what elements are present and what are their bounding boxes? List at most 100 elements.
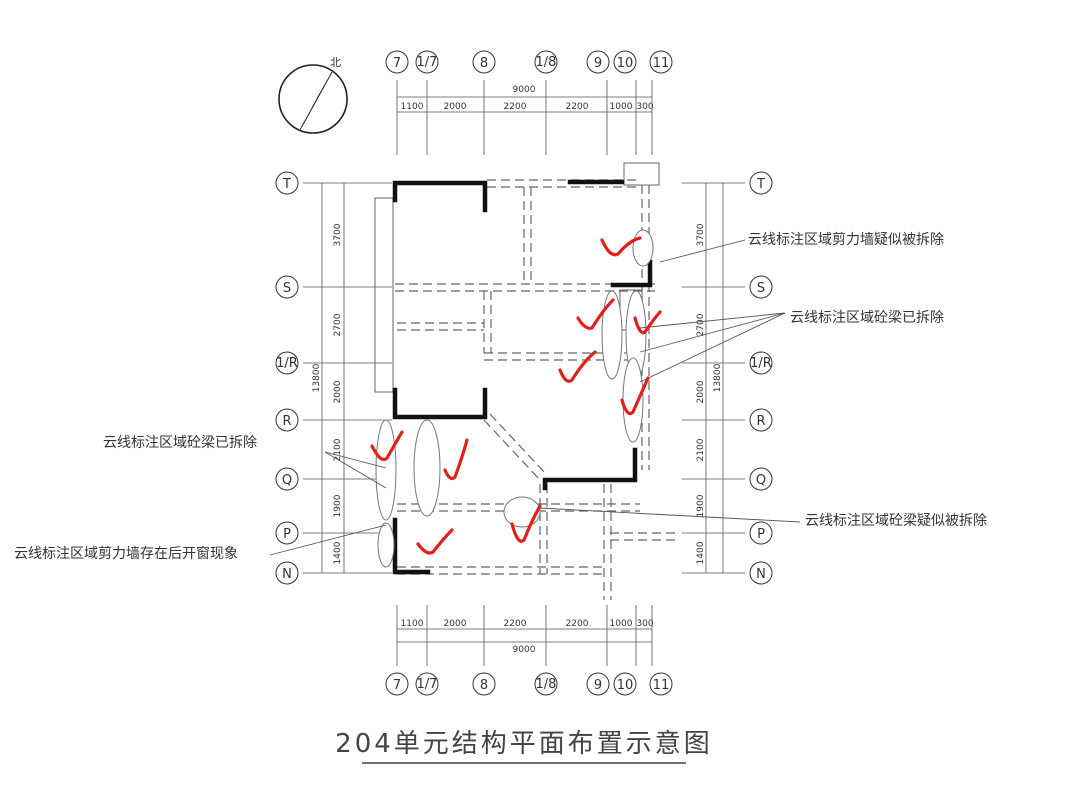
check-mark xyxy=(620,376,650,416)
dim-left-4: 2100 xyxy=(333,438,343,461)
svg-text:11: 11 xyxy=(653,56,670,71)
dim-right-total: 13800 xyxy=(713,363,723,392)
dimension-text-left: 3700 2700 2000 2100 1900 1400 13800 xyxy=(312,223,343,564)
svg-text:T: T xyxy=(282,177,291,192)
svg-text:10: 10 xyxy=(617,56,634,71)
axis-bubbles-bottom: 7 1/7 8 1/8 9 10 11 xyxy=(385,672,673,696)
svg-text:9: 9 xyxy=(594,56,602,71)
check-mark xyxy=(370,430,404,462)
dim-bottom-2: 2000 xyxy=(444,619,467,629)
dim-top-6: 300 xyxy=(636,102,653,112)
svg-text:P: P xyxy=(757,527,765,542)
svg-text:N: N xyxy=(282,567,292,582)
axis-bubble: P xyxy=(275,521,299,545)
svg-text:T: T xyxy=(756,177,765,192)
axis-bubble: 8 xyxy=(472,50,496,74)
dimension-lines xyxy=(303,80,745,666)
dim-top-2: 2000 xyxy=(444,102,467,112)
axis-bubble: R xyxy=(275,408,299,432)
dimension-text-top: 9000 1100 2000 2200 2200 1000 300 xyxy=(401,85,654,112)
axis-bubble: 7 xyxy=(385,50,409,74)
svg-text:1/8: 1/8 xyxy=(536,677,557,692)
callout-beam-removed-left: 云线标注区域砼梁已拆除 xyxy=(103,435,257,451)
dim-left-2: 2700 xyxy=(333,313,343,336)
check-mark xyxy=(576,298,615,330)
dim-left-6: 1400 xyxy=(333,541,343,564)
svg-text:7: 7 xyxy=(393,678,401,693)
axis-bubble: 1/8 xyxy=(534,672,558,696)
axis-bubble: 11 xyxy=(649,50,673,74)
svg-text:S: S xyxy=(757,281,765,296)
check-mark xyxy=(600,236,642,257)
dim-top-4: 2200 xyxy=(566,102,589,112)
callout-beam-suspected: 云线标注区域砼梁疑似被拆除 xyxy=(805,513,987,529)
dim-right-1: 3700 xyxy=(696,223,706,246)
dim-top-3: 2200 xyxy=(504,102,527,112)
dim-bottom-5: 1000 xyxy=(610,619,633,629)
svg-text:8: 8 xyxy=(480,56,488,71)
check-mark xyxy=(416,528,454,555)
svg-text:Q: Q xyxy=(756,473,766,488)
svg-text:1/8: 1/8 xyxy=(536,55,557,70)
cloud-markup xyxy=(503,496,541,528)
north-label: 北 xyxy=(330,56,341,69)
north-arrow: 北 xyxy=(278,56,348,134)
svg-text:P: P xyxy=(283,527,291,542)
axis-bubble: 9 xyxy=(586,50,610,74)
dim-left-total: 13800 xyxy=(312,363,322,392)
dim-total-bottom: 9000 xyxy=(513,645,536,655)
check-mark xyxy=(633,310,662,335)
dim-bottom-6: 300 xyxy=(636,619,653,629)
axis-bubbles-top: 7 1/7 8 1/8 9 10 11 xyxy=(385,50,673,74)
axis-bubble: Q xyxy=(749,467,773,491)
callout-beam-removed-right: 云线标注区域砼梁已拆除 xyxy=(790,310,944,326)
svg-text:1/R: 1/R xyxy=(276,356,298,371)
shear-walls xyxy=(392,179,653,575)
axis-bubble: T xyxy=(749,171,773,195)
check-mark xyxy=(443,438,469,481)
dim-left-3: 2000 xyxy=(333,380,343,403)
cloud-markup xyxy=(375,419,397,521)
svg-text:N: N xyxy=(756,567,766,582)
svg-text:9: 9 xyxy=(594,678,602,693)
dim-top-5: 1000 xyxy=(610,102,633,112)
cloud-markup xyxy=(601,290,623,380)
cloud-markup xyxy=(632,229,654,267)
axis-bubbles-left: T S 1/R R Q P N xyxy=(275,171,299,585)
svg-text:11: 11 xyxy=(653,678,670,693)
axis-bubble: T xyxy=(275,171,299,195)
svg-text:S: S xyxy=(283,281,291,296)
dim-right-5: 1900 xyxy=(696,494,706,517)
svg-text:10: 10 xyxy=(617,678,634,693)
axis-bubble: 1/7 xyxy=(415,672,439,696)
dim-left-5: 1900 xyxy=(333,494,343,517)
cloud-markup xyxy=(377,522,395,568)
svg-text:1/7: 1/7 xyxy=(417,55,438,70)
axis-bubble: Q xyxy=(275,467,299,491)
check-mark xyxy=(558,350,597,383)
axis-bubbles-right: T S 1/R R Q P N xyxy=(749,171,773,585)
axis-bubble: P xyxy=(749,521,773,545)
svg-text:Q: Q xyxy=(282,473,292,488)
cloud-markup xyxy=(413,419,441,517)
drawing-title: 204单元结构平面布置示意图 xyxy=(335,729,713,759)
dim-left-1: 3700 xyxy=(333,223,343,246)
check-mark xyxy=(510,504,542,543)
svg-text:1/R: 1/R xyxy=(750,356,772,371)
dim-right-2: 2700 xyxy=(696,313,706,336)
callout-shear-wall-removed: 云线标注区域剪力墙疑似被拆除 xyxy=(748,232,944,248)
dim-bottom-1: 1100 xyxy=(401,619,424,629)
callout-shear-wall-window: 云线标注区域剪力墙存在后开窗现象 xyxy=(14,545,238,562)
dimension-text-right: 3700 2700 2000 2100 1900 1400 13800 xyxy=(696,223,723,564)
axis-bubble: 10 xyxy=(613,50,637,74)
axis-bubble: 11 xyxy=(649,672,673,696)
axis-bubble: R xyxy=(749,408,773,432)
dim-bottom-4: 2200 xyxy=(566,619,589,629)
check-marks xyxy=(370,236,662,555)
axis-bubble: S xyxy=(749,275,773,299)
dim-top-1: 1100 xyxy=(401,102,424,112)
svg-text:1/7: 1/7 xyxy=(417,677,438,692)
axis-bubble: 1/8 xyxy=(534,50,558,74)
